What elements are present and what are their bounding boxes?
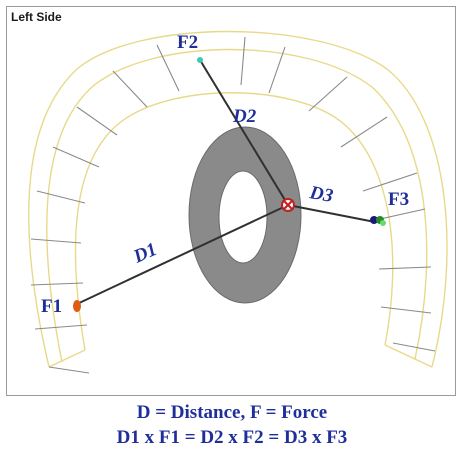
label-f2: F2	[177, 32, 198, 53]
tick-mark	[268, 46, 286, 94]
d1-line	[76, 204, 289, 305]
panel-title: Left Side	[11, 10, 62, 24]
tick-mark	[30, 238, 82, 244]
tick-mark	[76, 106, 118, 136]
caption-line-1: D = Distance, F = Force	[136, 402, 328, 423]
fulcrum-cross-b	[282, 199, 294, 211]
label-f3: F3	[388, 189, 409, 210]
tick-mark	[48, 366, 90, 374]
force-lines	[76, 59, 376, 305]
tick-mark	[112, 70, 148, 108]
arch-right-end	[384, 344, 433, 368]
label-d2: D2	[232, 106, 257, 127]
d3-line	[287, 204, 376, 223]
diagram-panel: Left Side	[6, 6, 456, 396]
label-f1: F1	[41, 296, 62, 317]
tick-mark	[30, 282, 84, 286]
fulcrum-marker	[281, 198, 295, 212]
tick-mark	[308, 76, 348, 112]
f3-marker-light	[380, 220, 386, 226]
arch-diagram: F1 F2 F3 D1 D2 D3	[28, 30, 448, 374]
d2-line	[199, 59, 289, 206]
caption-line-2: D1 x F1 = D2 x F2 = D3 x F3	[116, 427, 348, 448]
tick-mark	[378, 266, 432, 270]
arch-outer-curve	[28, 30, 448, 368]
label-d1: D1	[130, 239, 161, 268]
tick-mark	[362, 172, 418, 192]
tick-mark	[36, 190, 86, 204]
tick-mark	[380, 306, 432, 314]
arch-mid-curve	[46, 48, 428, 363]
f1-marker	[73, 300, 81, 312]
center-ring	[188, 126, 302, 304]
label-d3: D3	[307, 182, 335, 207]
tick-mark	[34, 324, 88, 330]
tick-mark	[240, 36, 246, 86]
tick-mark	[392, 342, 436, 352]
f2-marker	[197, 57, 203, 63]
f3-marker-dark	[370, 216, 378, 224]
tick-mark	[340, 116, 388, 148]
arch-inner-curve	[74, 92, 394, 351]
f3-marker	[370, 216, 386, 226]
caption: D = Distance, F = Force D1 x F1 = D2 x F…	[0, 400, 464, 450]
tick-mark	[156, 44, 180, 92]
arch-tick-marks	[30, 36, 436, 374]
arch-outline	[28, 30, 448, 368]
arch-left-end	[48, 349, 86, 368]
ring-hole	[218, 170, 268, 264]
tick-mark	[52, 146, 100, 168]
